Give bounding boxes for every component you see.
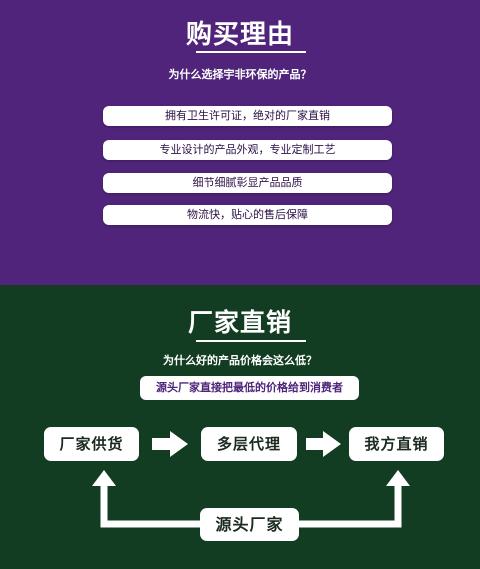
reasons-subtitle: 为什么选择宇非环保的产品？: [168, 68, 312, 81]
reason-item-logistics: 物流快，贴心的售后保障: [103, 205, 392, 225]
reason-item-license: 拥有卫生许可证，绝对的厂家直销: [103, 106, 392, 126]
reason-item-quality: 细节细腻彰显产品品质: [103, 173, 392, 193]
reason-item-design: 专业设计的产品外观，专业定制工艺: [103, 140, 392, 160]
factory-title-underline: [196, 340, 306, 342]
factory-title: 厂家直销: [187, 308, 292, 337]
flow-source-factory: 源头厂家: [200, 508, 299, 541]
flow-step-multi-agent: 多层代理: [201, 427, 297, 461]
flow-step-direct-sale: 我方直销: [349, 427, 444, 461]
reasons-title: 购买理由: [185, 20, 294, 50]
reasons-title-underline: [196, 51, 306, 53]
factory-subtitle: 为什么好的产品价格会这么低？: [163, 354, 317, 367]
reasons-section: 购买理由 为什么选择宇非环保的产品？ 拥有卫生许可证，绝对的厂家直销 专业设计的…: [0, 0, 480, 285]
factory-note: 源头厂家直接把最低的价格给到消费者: [140, 376, 359, 400]
flow-step-factory-supply: 厂家供货: [44, 427, 139, 461]
